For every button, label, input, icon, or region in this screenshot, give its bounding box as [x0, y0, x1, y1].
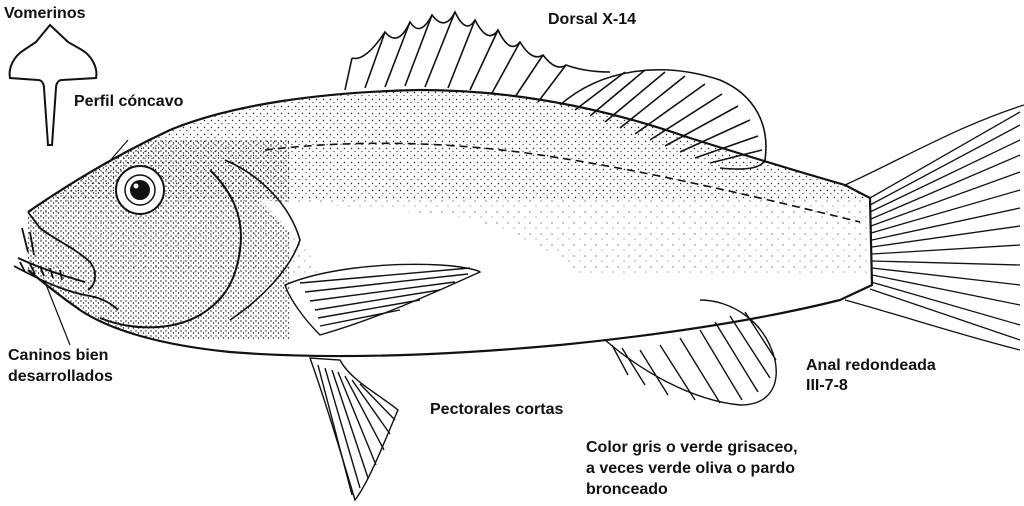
color-label-line-3: bronceado	[586, 480, 668, 499]
anal-fin	[605, 300, 776, 405]
eye	[116, 166, 164, 214]
vomerinos-label: Vomerinos	[4, 4, 86, 23]
color-label-line-2: a veces verde oliva o pardo	[586, 459, 795, 478]
caudal-fin	[845, 105, 1024, 350]
caninos-label-line-1: Caninos bien	[8, 346, 108, 365]
dorsal-fin-label: Dorsal X-14	[548, 10, 636, 29]
anal-fin-label-line-2: III-7-8	[806, 376, 848, 395]
anal-fin-label-line-1: Anal redondeada	[806, 356, 936, 375]
color-label-line-1: Color gris o verde grisaceo,	[586, 438, 798, 457]
pelvic-fin	[310, 358, 398, 500]
perfil-concavo-label: Perfil cóncavo	[74, 92, 183, 111]
vomerine-teeth-shape	[10, 25, 97, 145]
caninos-label-line-2: desarrollados	[8, 367, 113, 386]
pectorales-label: Pectorales cortas	[430, 400, 563, 419]
